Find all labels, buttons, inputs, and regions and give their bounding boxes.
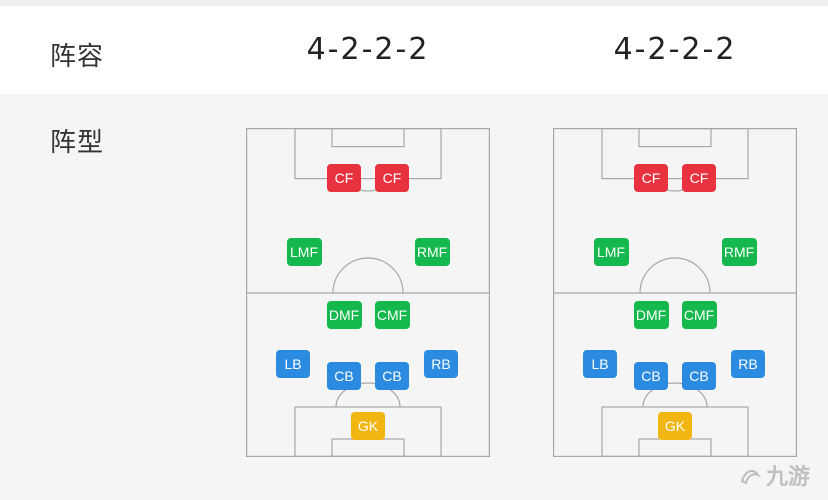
player-chip-cf: CF: [634, 164, 668, 192]
formation-label: 阵型: [50, 128, 105, 158]
lineup-row: 阵容 4-2-2-2 4-2-2-2: [0, 6, 828, 94]
bottom-penalty-arc: [642, 382, 708, 408]
top-divider: [0, 0, 828, 6]
pitch-right: CF CF LMF RMF DMF CMF LB CB CB RB GK: [553, 128, 797, 457]
bottom-goal-box: [331, 438, 405, 457]
pitch-left: CF CF LMF RMF DMF CMF LB CB CB RB GK: [246, 128, 490, 457]
formation-row: 阵型 CF CF LMF RMF DMF CMF LB CB CB RB GK CF CF LMF RMF…: [0, 94, 828, 500]
player-chip-rmf: RMF: [414, 238, 450, 266]
top-goal-box: [638, 128, 712, 148]
lineup-label: 阵容: [50, 42, 105, 72]
bottom-goal-box: [638, 438, 712, 457]
player-chip-cf: CF: [682, 164, 716, 192]
top-goal-box: [331, 128, 405, 148]
center-circle-arc: [332, 257, 404, 294]
player-chip-gk: GK: [351, 412, 385, 440]
player-chip-lmf: LMF: [593, 238, 629, 266]
player-chip-lmf: LMF: [286, 238, 322, 266]
player-chip-cmf: CMF: [681, 301, 717, 329]
player-chip-cb: CB: [634, 362, 668, 390]
pitch-lines: [246, 128, 490, 457]
player-chip-cb: CB: [327, 362, 361, 390]
bottom-penalty-arc: [335, 382, 401, 408]
center-circle-arc: [639, 257, 711, 294]
lineup-value-left: 4-2-2-2: [306, 32, 430, 67]
watermark-text: 九游: [766, 465, 811, 490]
player-chip-cf: CF: [375, 164, 409, 192]
top-penalty-box: [294, 128, 442, 180]
watermark-icon: [740, 470, 761, 485]
player-chip-gk: GK: [658, 412, 692, 440]
player-chip-rmf: RMF: [721, 238, 757, 266]
player-chip-lb: LB: [276, 350, 310, 378]
pitch-lines: [553, 128, 797, 457]
watermark-logo: 九游: [738, 455, 826, 495]
lineup-value-right: 4-2-2-2: [613, 32, 737, 67]
player-chip-dmf: DMF: [633, 301, 669, 329]
player-chip-rb: RB: [731, 350, 765, 378]
player-chip-cb: CB: [375, 362, 409, 390]
player-chip-rb: RB: [424, 350, 458, 378]
player-chip-lb: LB: [583, 350, 617, 378]
top-penalty-box: [601, 128, 749, 180]
player-chip-dmf: DMF: [326, 301, 362, 329]
player-chip-cb: CB: [682, 362, 716, 390]
player-chip-cmf: CMF: [374, 301, 410, 329]
player-chip-cf: CF: [327, 164, 361, 192]
